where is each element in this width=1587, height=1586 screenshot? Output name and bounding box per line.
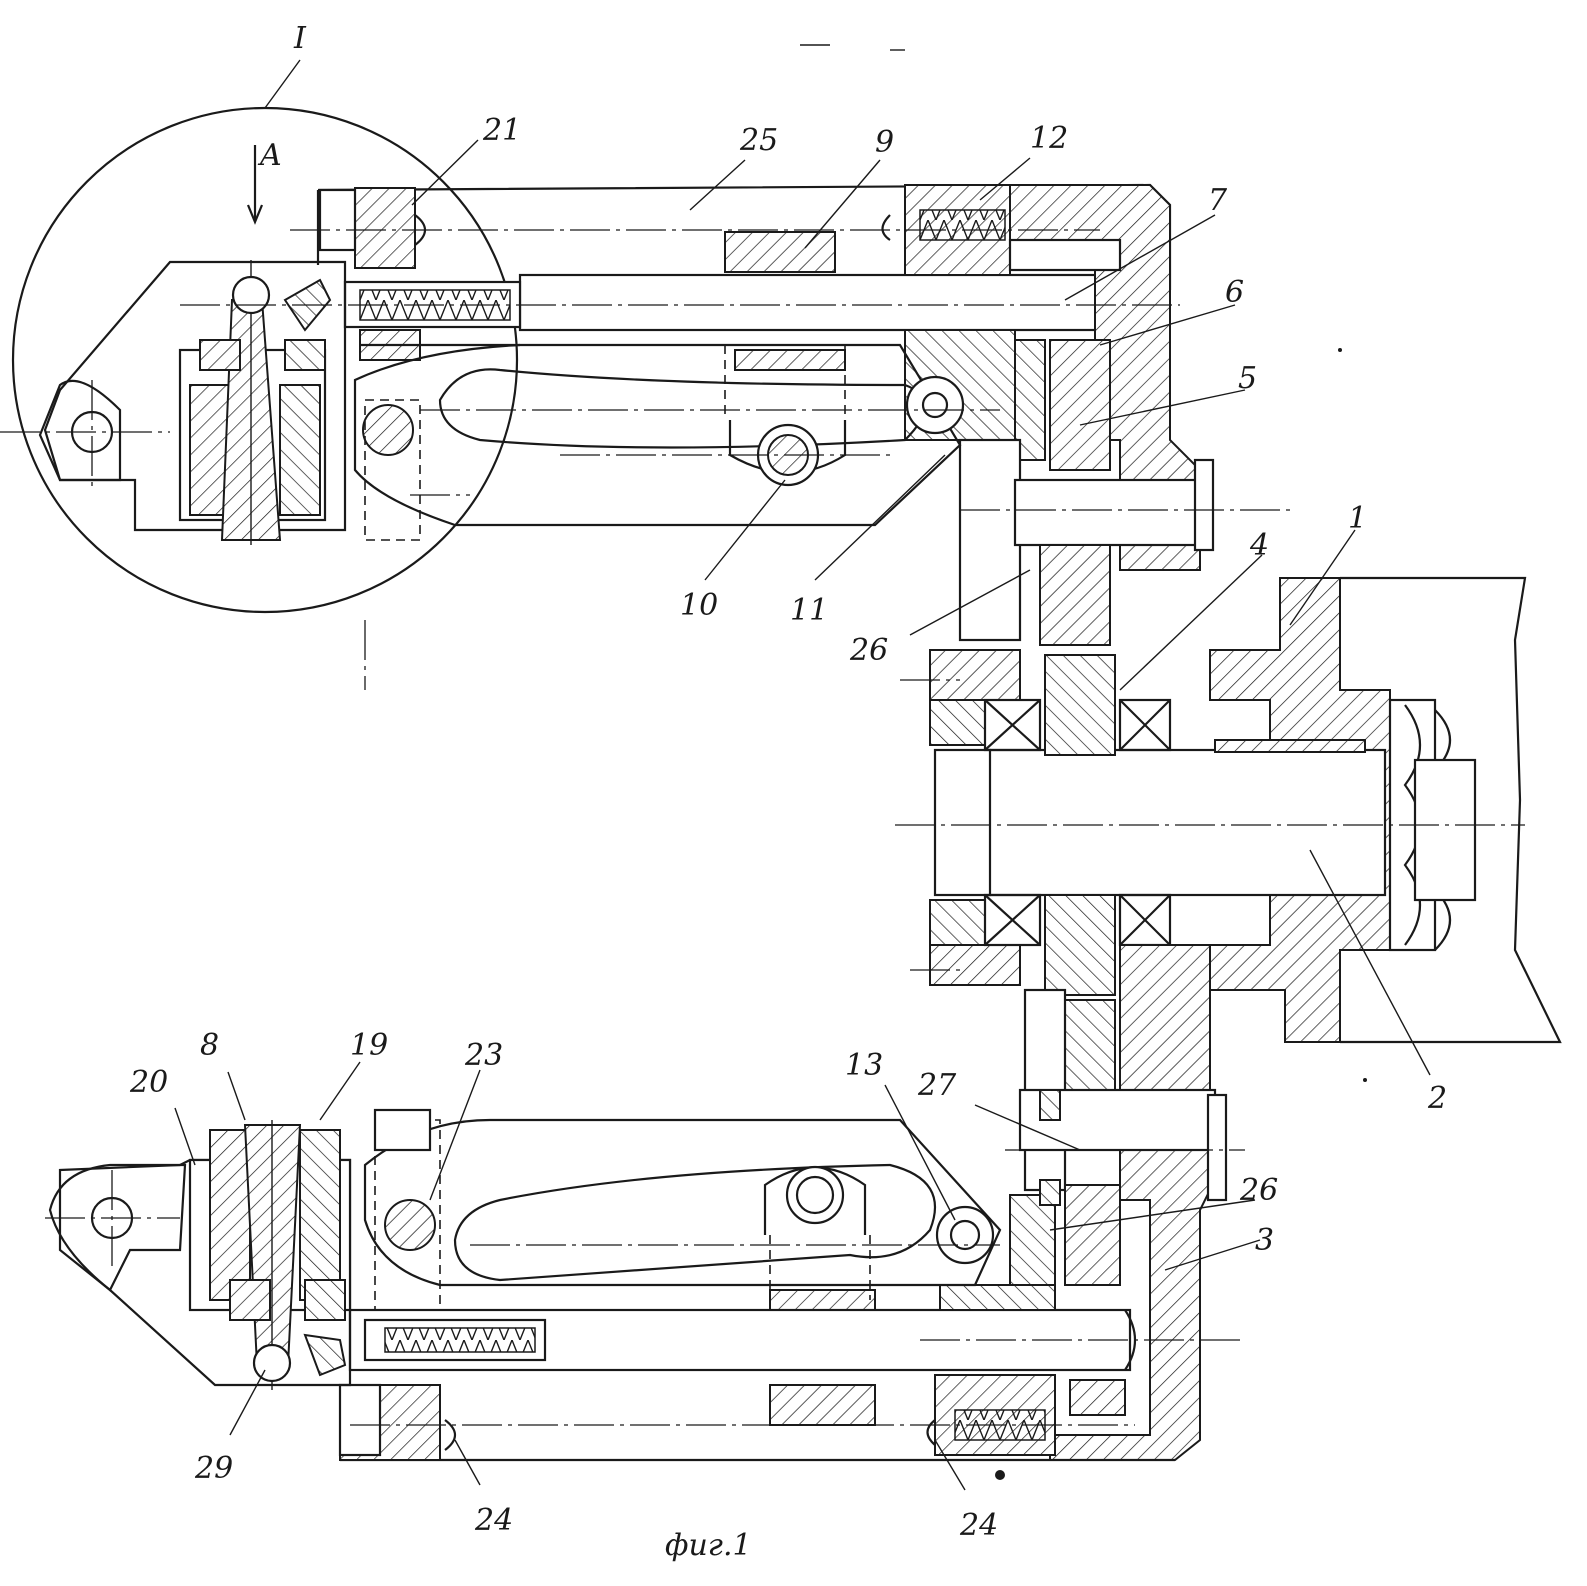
detail-circle-I [11,59,519,614]
lower-arm [338,944,1228,1462]
pin-upper-right [905,375,965,435]
label-29: 29 [194,1451,233,1486]
label-23: 23 [464,1038,503,1073]
roller-upper-left [362,399,421,541]
tool-head-lower [48,1120,352,1390]
label-8: 8 [200,1028,219,1063]
label-10: 10 [680,588,718,623]
pin-13 [935,1205,995,1265]
label-3: 3 [1255,1223,1274,1258]
label-A: A [257,138,282,173]
label-24-left: 24 [474,1503,513,1538]
label-5: 5 [1238,361,1257,396]
figure-caption: фиг.1 [665,1528,752,1563]
label-26-lower: 26 [1239,1173,1278,1208]
label-9: 9 [875,125,894,160]
label-I: I [293,21,307,56]
label-7: 7 [1208,183,1228,218]
label-4: 4 [1249,528,1269,563]
label-26-upper: 26 [849,633,888,668]
roller-23 [373,1108,441,1311]
upper-arm-25 [316,183,1215,646]
label-19: 19 [350,1028,388,1063]
label-2: 2 [1427,1081,1447,1116]
tool-head-upper [38,260,347,545]
center-lines [0,229,1525,1426]
label-21: 21 [482,113,521,148]
label-20: 20 [129,1065,168,1100]
scan-specks [800,44,1367,1480]
label-25: 25 [739,123,778,158]
label-12: 12 [1030,121,1068,156]
view-arrow-A [246,145,264,225]
leader-lines [174,139,1431,1491]
label-11: 11 [790,593,828,628]
label-24-right: 24 [959,1508,998,1543]
label-1: 1 [1348,501,1367,536]
pulley [1388,698,1477,952]
label-13: 13 [845,1048,883,1083]
pivot-lower [785,1165,845,1225]
label-27: 27 [917,1068,957,1103]
part-labels: I A 21 25 9 12 7 6 5 1 4 10 11 26 2 8 19… [129,21,1447,1563]
main-shaft-2 [933,739,1387,897]
lever-11 [353,343,962,527]
label-6: 6 [1225,275,1244,310]
flange-block [929,649,1172,996]
lever-lower [363,1118,1002,1300]
